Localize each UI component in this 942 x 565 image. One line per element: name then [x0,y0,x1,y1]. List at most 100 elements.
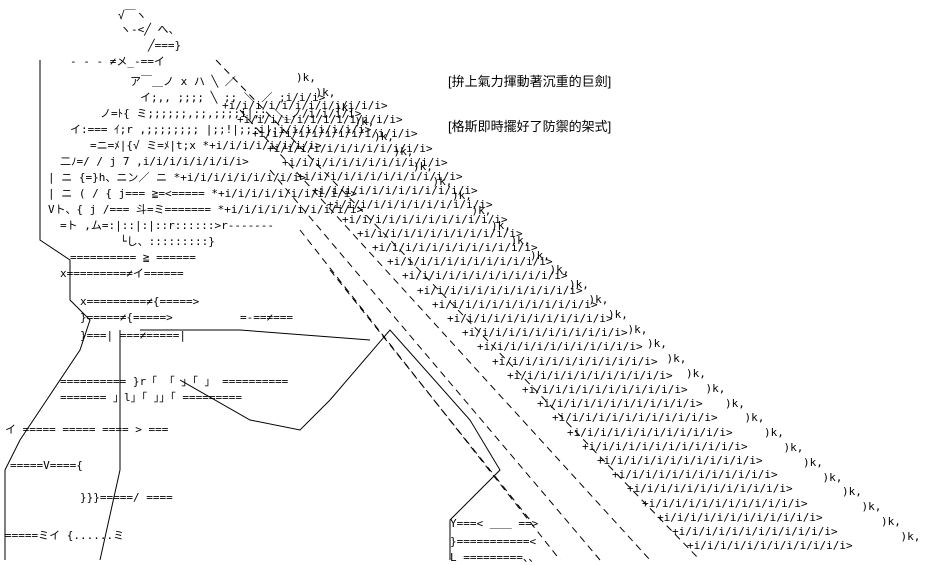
sword-blade-row: +i/i/i/i/i/i/i/i/i/i/i/i> [222,99,388,112]
sword-blade-row: +i/i/i/i/i/i/i/i/i/i/i/i> [477,340,643,354]
ascii-figure-line: ア￣＿ノ x ハ ╲ ／ [130,75,236,88]
sword-edge-mark: )k, [881,515,901,528]
ascii-figure-line: }===========< [450,535,537,548]
sword-edge-mark: )k, [842,485,862,499]
sword-edge-mark: )k, [861,500,882,514]
ascii-figure-line: }}}=====/ ==== [80,491,173,504]
ascii-figure-line: x=========≠イ====== [60,267,184,280]
ascii-figure-line: 二ﾉ=/ / j 7 ,i/i/i/i/i/i/i/i> [60,155,249,168]
ascii-figure-line: ========== ≧ ====== [70,251,196,264]
sword-edge-mark: )k, [393,145,414,158]
sword-blade-row: +i/i/i/i/i/i/i/i/i/i/i/i> [672,525,838,538]
sword-blade-row: +i/i/i/i/i/i/i/i/i/i/i/i> [432,297,598,311]
sword-blade-row: +i/i/i/i/i/i/i/i/i/i/i/i> [552,411,718,425]
sword-edge-mark: )k, [510,233,531,247]
ascii-figure-line: }===| ===≠=====| [80,329,186,342]
sword-blade-row: +i/i/i/i/i/i/i/i/i/i/i/i> [642,496,808,510]
caption-line-1: [拚上氣力揮動著沉重的巨劍] [448,74,612,89]
ascii-figure-line: └し、:::::::::} [120,235,215,248]
sword-edge-mark: )k, [725,396,745,410]
sword-edge-mark: )k, [783,441,804,454]
sword-blade-row: +i/i/i/i/i/i/i/i/i/i/i/i> [312,184,478,198]
speed-line [239,109,651,561]
sword-blade-row: +i/i/i/i/i/i/i/i/i/i/i/i> [357,226,523,240]
figure-cloak-edge [179,379,331,431]
sword-edge-mark: )k, [705,381,726,395]
ascii-figure-line: L =========、、 [450,551,540,564]
figure-back-outline [4,60,91,560]
speed-line [215,59,701,561]
ascii-figure-line: イ;,, ;;;; ╲ ;; ＼ ／ ;i/i/i> [140,91,326,104]
sword-blade-row: +i/i/i/i/i/i/i/i/i/i/i/i> [537,397,703,411]
sword-edge-mark: )k, [686,367,706,380]
sword-edge-mark: )k, [374,130,394,144]
caption-line-2: [格斯即時擺好了防禦的架式] [448,119,612,134]
sword-edge-mark: )k, [296,71,316,84]
speed-line [269,169,601,561]
sword-blade-row: +i/i/i/i/i/i/i/i/i/i/i/i> [522,383,688,396]
sword-edge-mark: )k, [608,307,628,321]
sword-blade-row: +i/i/i/i/i/i/i/i/i/i/i/i> [657,510,823,524]
ascii-figure-line: x=========≠{=====> [80,295,200,308]
sword-blade-row: +i/i/i/i/i/i/i/i/i/i/i/i> [612,468,778,482]
sword-edge-mark: )k, [354,115,375,129]
sword-blade-row: +i/i/i/i/i/i/i/i/i/i/i/i> [447,312,613,325]
sword-blade-row: +i/i/i/i/i/i/i/i/i/i/i/i> [507,368,673,382]
sword-edge-mark: )k, [491,219,511,232]
ascii-figure-line: ========== }r「 「 」「 」 ========== [60,375,289,388]
ascii-figure-line: イ ===== ===== ==== > === [5,423,169,436]
sword-blade-row: +i/i/i/i/i/i/i/i/i/i/i/i> [597,454,763,467]
figure-arm [140,329,371,341]
sword-blade-row: +i/i/i/i/i/i/i/i/i/i/i/i> [387,255,553,269]
ascii-figure-line: ╱===} [148,39,182,52]
sword-edge-mark: )k, [666,352,687,366]
ascii-figure-line: Y===< ＿＿ ==> [450,517,539,530]
sword-edge-mark: )k, [803,455,823,469]
sword-edge-mark: )k, [900,529,921,543]
ascii-figure-line: =====ミイ {......ミ [5,529,125,542]
sword-blade-row: +i/i/i/i/i/i/i/i/i/i/i/i> [297,170,463,183]
figure-right-leg [329,329,501,560]
sword-edge-mark: )k, [530,248,550,262]
sword-blade-row: +i/i/i/i/i/i/i/i/i/i/i/i> [492,354,658,368]
sword-blade-row: +i/i/i/i/i/i/i/i/i/i/i/i> [282,155,448,169]
sword-blade-row: +i/i/i/i/i/i/i/i/i/i/i/i> [402,269,568,283]
ascii-figure-line: | ニ {=}h、ニン／ ニ *+i/i/i/i/i/i/i/i/i> [48,171,307,184]
speed-lines [215,59,701,561]
sword-blade-row: +i/i/i/i/i/i/i/i/i/i/i/i> [372,241,538,254]
sword-blade-row: +i/i/i/i/i/i/i/i/i/i/i/i> [567,425,733,439]
sword-edge-mark: )k, [588,293,609,306]
sword-edge-mark: )k, [315,85,336,99]
sword-edge-mark: )k, [471,204,492,218]
sword-edge-mark: )k, [413,159,433,173]
sword-edge-mark: )k, [569,278,589,292]
ascii-figure-line: ======= 」l」「 」」「 ========= [60,391,242,404]
sword-edge-mark: )k, [764,426,784,440]
sword-edge-mark: )k, [627,322,648,336]
ascii-figure-line: ノ=ﾄ{ ミ;;;;;;,;;,;;;;i|;; ＼_ノ/i/i/i/i> [100,107,362,120]
sword-edge-mark: )k, [432,174,453,188]
sword-blade-row: +i/i/i/i/i/i/i/i/i/i/i/i> [417,283,583,297]
ascii-figure-line: | ニ ( / { j=== ≧=<===== *+i/i/i/i/i/i/i/… [48,187,358,200]
sword-blade-row: +i/i/i/i/i/i/i/i/i/i/i/i> [237,113,403,127]
ascii-figure-line: √￣ヽ [118,9,147,22]
sword-blade-row: +i/i/i/i/i/i/i/i/i/i/i/i> [582,439,748,453]
sword-blade-row: +i/i/i/i/i/i/i/i/i/i/i/i> [462,326,628,340]
ascii-figure-line: ヽ-<╱ へ、 [120,23,180,36]
ascii-figure-line: =====V===={ [10,459,83,472]
sword-edge-mark: )k, [822,470,843,484]
sword-edge-mark: )k, [647,337,667,351]
ascii-figure-line: }=====≠{=====> [80,311,173,324]
sword-blade-row: +i/i/i/i/i/i/i/i/i/i/i/i> [267,141,433,155]
sword-blade-row: +i/i/i/i/i/i/i/i/i/i/i/i> [627,482,793,496]
sword-edge-mark: )k, [549,263,570,277]
sword-edge-mark: )k, [335,100,355,114]
ascii-figure-line: =ト ,ム=:|::|:|::r::::::>r------- [60,219,275,232]
sword-blade-row: +i/i/i/i/i/i/i/i/i/i/i/i> [252,127,418,141]
ascii-figure-line: =ニ=ﾒ|{√ ミ=ﾒ|t;x *+i/i/i/i/i/i/i/i> [90,139,322,152]
sword-blade-row: +i/i/i/i/i/i/i/i/i/i/i/i> [687,539,853,553]
sword-blade-row: +i/i/i/i/i/i/i/i/i/i/i/i> [327,198,493,212]
ascii-figure-line: Vト、{ j /=== 斗=ミ======= *+i/i/i/i/i/i/i/i… [48,203,364,216]
speed-line [329,269,531,521]
figure-outline [4,60,501,561]
